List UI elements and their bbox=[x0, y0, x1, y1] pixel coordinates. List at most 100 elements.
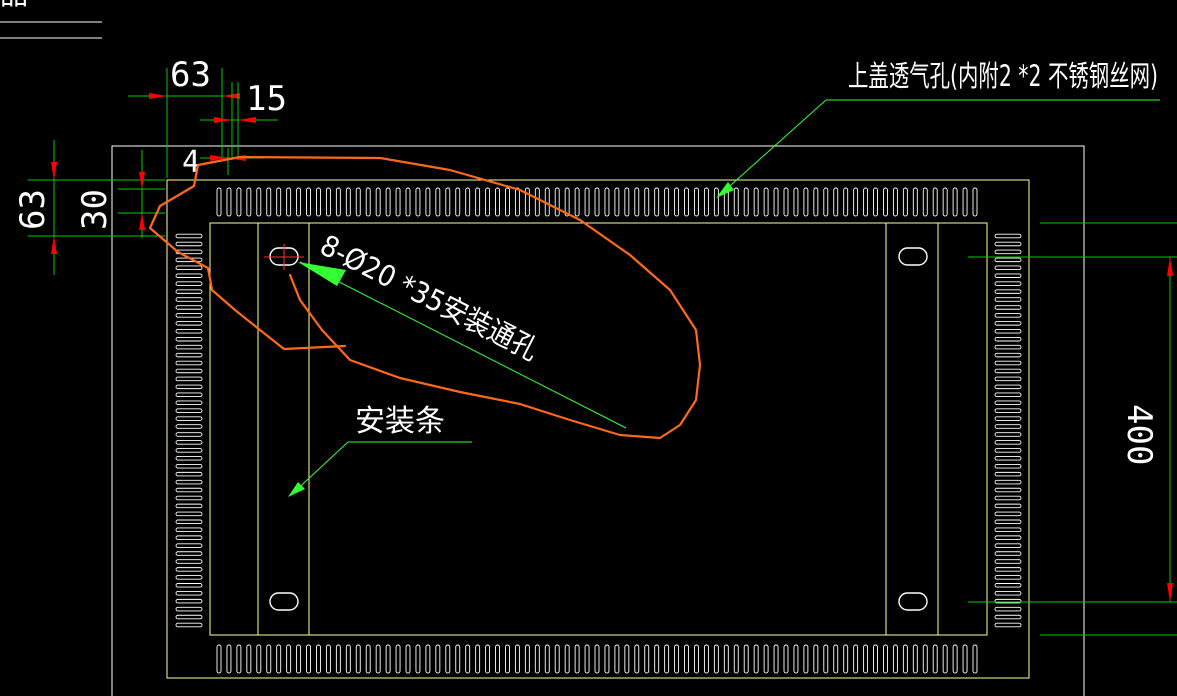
vent-slot bbox=[972, 644, 978, 674]
vent-slot bbox=[773, 187, 779, 217]
vent-slot bbox=[994, 249, 1022, 255]
vent-slot bbox=[922, 187, 928, 217]
vent-slot bbox=[994, 400, 1022, 405]
vent-slot bbox=[833, 644, 839, 674]
vent-slot bbox=[994, 527, 1022, 532]
mounting-hole-bottom-right bbox=[898, 592, 928, 611]
vent-slot bbox=[994, 575, 1022, 580]
dimension-4-text: 4 bbox=[182, 145, 200, 180]
vent-slot bbox=[604, 187, 610, 217]
vent-slot bbox=[175, 432, 203, 437]
vent-slot bbox=[175, 448, 203, 453]
vent-slot bbox=[175, 424, 203, 429]
mounting-strip-left bbox=[257, 223, 310, 635]
vent-slot bbox=[994, 241, 1022, 247]
hole-label-leader bbox=[298, 261, 627, 429]
vent-slot bbox=[813, 187, 819, 217]
vent-slot bbox=[994, 360, 1022, 366]
vent-slot bbox=[455, 187, 461, 217]
vent-slot bbox=[256, 187, 262, 217]
vent-slot bbox=[994, 543, 1022, 548]
vent-slot bbox=[994, 487, 1022, 493]
vent-slot bbox=[175, 456, 203, 461]
vent-slot bbox=[783, 644, 789, 674]
vent-slot bbox=[175, 384, 203, 390]
vent-slot bbox=[994, 392, 1022, 398]
vent-slot bbox=[574, 644, 580, 674]
vent-slot bbox=[286, 644, 292, 674]
vent-slot bbox=[325, 644, 331, 674]
vent-slot bbox=[994, 368, 1022, 374]
vent-slot bbox=[226, 187, 232, 217]
mounting-hole-bottom-left bbox=[269, 592, 299, 611]
vent-slot bbox=[435, 187, 441, 217]
vent-slot bbox=[654, 644, 660, 674]
vent-slot bbox=[286, 187, 292, 217]
vent-slot bbox=[465, 644, 471, 674]
vent-slot bbox=[405, 644, 411, 674]
vent-slot bbox=[803, 644, 809, 674]
vent-slot bbox=[684, 187, 689, 217]
vent-slot bbox=[994, 297, 1022, 302]
vent-slots-top bbox=[216, 187, 978, 217]
vent-slot bbox=[853, 187, 859, 217]
vent-slot bbox=[365, 187, 371, 217]
strip-label-leader bbox=[288, 441, 472, 497]
vent-slot bbox=[335, 187, 341, 217]
vent-slot bbox=[584, 644, 590, 674]
vent-slot bbox=[296, 644, 302, 674]
vent-slot bbox=[175, 527, 203, 532]
vent-slot bbox=[375, 644, 381, 674]
vent-slot bbox=[994, 305, 1022, 310]
vent-slot bbox=[175, 392, 203, 398]
vent-slot bbox=[902, 644, 908, 674]
vent-slot bbox=[994, 376, 1022, 382]
vent-slot bbox=[445, 644, 451, 674]
vent-slots-right bbox=[994, 233, 1022, 628]
vent-slot bbox=[994, 456, 1022, 461]
vent-slot bbox=[843, 644, 849, 674]
vent-slot bbox=[534, 644, 540, 674]
vent-slot bbox=[574, 187, 580, 217]
vent-slot bbox=[994, 567, 1022, 572]
hole-label-text: 8-Ø20 *35安装通孔 bbox=[315, 228, 544, 367]
vent-slot bbox=[175, 273, 203, 278]
vent-slot bbox=[994, 479, 1022, 485]
dimension-63-top-text: 63 bbox=[170, 55, 211, 95]
vent-slot bbox=[236, 644, 242, 674]
vent-slot bbox=[994, 559, 1022, 564]
vent-slot bbox=[674, 187, 680, 217]
vent-slot bbox=[994, 471, 1022, 477]
vent-slot bbox=[994, 503, 1022, 509]
vent-slot bbox=[175, 329, 203, 334]
vent-slot bbox=[994, 590, 1022, 596]
vent-slots-bottom bbox=[216, 644, 978, 674]
vent-slot bbox=[216, 644, 222, 674]
vent-slot bbox=[994, 598, 1022, 604]
vent-slot bbox=[175, 559, 203, 564]
vent-slot bbox=[175, 511, 203, 517]
vent-slot bbox=[246, 644, 252, 674]
vent-slot bbox=[175, 368, 203, 374]
vent-slot bbox=[624, 187, 630, 217]
vent-slot bbox=[355, 187, 361, 217]
vent-slot bbox=[952, 644, 958, 674]
vent-slot bbox=[994, 408, 1022, 413]
vent-slot bbox=[753, 644, 759, 674]
vent-slot bbox=[994, 344, 1022, 350]
vent-slot bbox=[175, 376, 203, 382]
vent-slot bbox=[175, 336, 203, 342]
vent-slot bbox=[883, 187, 888, 217]
vent-slot bbox=[743, 644, 749, 674]
vent-slot bbox=[316, 187, 321, 217]
vent-slot bbox=[514, 644, 520, 674]
vent-slot bbox=[604, 644, 610, 674]
vent-slot bbox=[703, 644, 709, 674]
vent-slot bbox=[952, 187, 958, 217]
vent-slot bbox=[236, 187, 242, 217]
vent-slot bbox=[972, 187, 978, 217]
vent-slot bbox=[395, 644, 401, 674]
vent-slot bbox=[713, 187, 719, 217]
vent-slot bbox=[175, 543, 203, 548]
